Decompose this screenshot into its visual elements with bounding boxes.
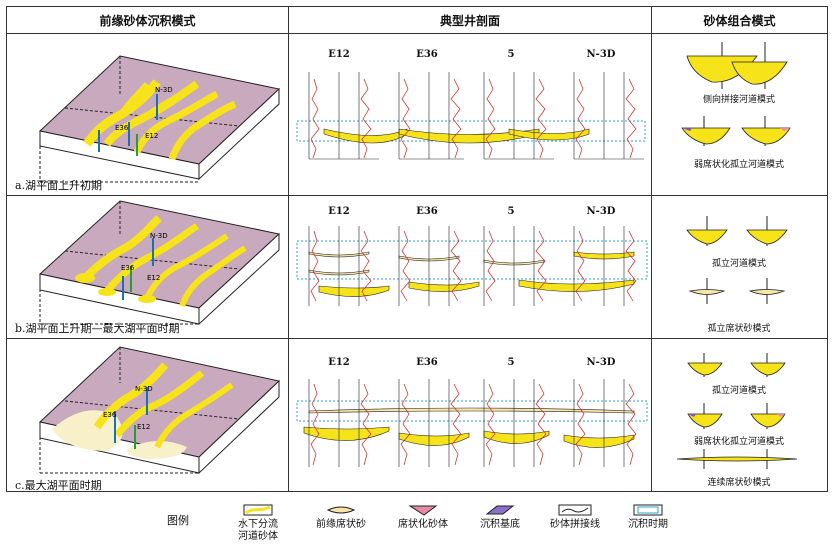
well-label: N-3D — [155, 86, 173, 94]
header-well-section: 典型井剖面 — [439, 13, 500, 28]
well-name: 5 — [507, 206, 515, 217]
well-label: E36 — [115, 124, 129, 132]
sand-combination-c: 孤立河道模式 弱席状化孤立河道模式 连续席状砂模式 — [652, 339, 827, 492]
well-section-a: E12 E36 5 N-3D — [289, 34, 651, 195]
row-divider — [7, 338, 827, 339]
mode-label: 弱席状化孤立河道模式 — [693, 160, 784, 170]
block-diagram-a: N-3D E36 E12 — [7, 34, 288, 195]
mode-label: 连续席状砂模式 — [707, 478, 771, 488]
header-sand-combination: 砂体组合模式 — [703, 13, 776, 28]
legend-label: 沉积基底 — [480, 519, 520, 530]
legend-label: 水下分流 — [238, 519, 278, 530]
caption-b: b.湖平面上升期—最大湖平面时期 — [15, 322, 180, 335]
splice-line-icon — [558, 504, 592, 516]
legend: 图例 水下分流 河道砂体 前缘席状砂 席状化砂体 沉积基底 砂体拼接线 沉积时期 — [0, 498, 834, 549]
sheetized-sand-icon — [408, 505, 438, 516]
sand-combination-b: 孤立河道模式 孤立席状砂模式 — [652, 196, 827, 338]
well-section-c: E12 E36 5 N-3D — [289, 339, 651, 492]
caption-c: c.最大湖平面时期 — [15, 479, 102, 492]
column-divider — [288, 7, 289, 491]
well-label: N-3D — [150, 232, 168, 240]
mode-label: 侧向拼接河道模式 — [702, 95, 775, 105]
legend-label: 沉积时期 — [628, 519, 668, 530]
legend-label: 席状化砂体 — [398, 519, 448, 530]
legend-item: 席状化砂体 — [388, 504, 458, 531]
well-name: E12 — [328, 357, 350, 368]
well-label: N-3D — [135, 385, 153, 393]
well-label: E12 — [145, 132, 158, 140]
sheet-sand-icon — [326, 506, 356, 514]
well-name: 5 — [507, 49, 515, 60]
block-diagram-c: N-3D E36 E12 — [7, 339, 288, 492]
well-name: E12 — [328, 49, 350, 60]
well-label: E36 — [103, 411, 117, 419]
well-label: E12 — [137, 423, 150, 431]
well-section-b: E12 E36 5 N-3D — [289, 196, 651, 338]
well-label: E36 — [121, 264, 135, 272]
well-name: N-3D — [586, 357, 616, 368]
well-name: E12 — [328, 206, 350, 217]
column-divider — [651, 7, 652, 491]
well-name: N-3D — [586, 49, 616, 60]
well-name: E36 — [416, 357, 438, 368]
base-icon — [485, 505, 515, 515]
figure-table: 前缘砂体沉积模式 典型井剖面 砂体组合模式 — [6, 6, 828, 492]
legend-item: 沉积基底 — [470, 504, 530, 531]
well-label: E12 — [147, 274, 160, 282]
mode-label: 孤立席状砂模式 — [707, 324, 771, 334]
well-name: N-3D — [586, 206, 616, 217]
well-name: 5 — [507, 357, 515, 368]
well-name: E36 — [416, 49, 438, 60]
legend-item: 沉积时期 — [618, 504, 678, 531]
caption-a: a.湖平面上升初期 — [15, 179, 103, 192]
legend-label: 前缘席状砂 — [316, 519, 366, 530]
mode-label: 弱席状化孤立河道模式 — [693, 437, 784, 447]
legend-label: 河道砂体 — [238, 531, 278, 542]
legend-item: 前缘席状砂 — [306, 504, 376, 531]
well-name: E36 — [416, 206, 438, 217]
mode-label: 孤立河道模式 — [711, 259, 766, 269]
sand-combination-a: 侧向拼接河道模式 弱席状化孤立河道模式 — [652, 34, 827, 195]
legend-label: 砂体拼接线 — [550, 519, 600, 530]
legend-item: 水下分流 河道砂体 — [228, 504, 288, 543]
period-box-icon — [633, 504, 663, 516]
mode-label: 孤立河道模式 — [711, 386, 766, 396]
row-divider — [7, 195, 827, 196]
header-depositional-model: 前缘砂体沉积模式 — [99, 13, 196, 28]
legend-item: 砂体拼接线 — [540, 504, 610, 531]
legend-title: 图例 — [167, 514, 189, 527]
block-diagram-b: N-3D E36 E12 — [7, 196, 288, 338]
row-divider — [7, 33, 827, 34]
channel-sand-icon — [243, 504, 273, 516]
